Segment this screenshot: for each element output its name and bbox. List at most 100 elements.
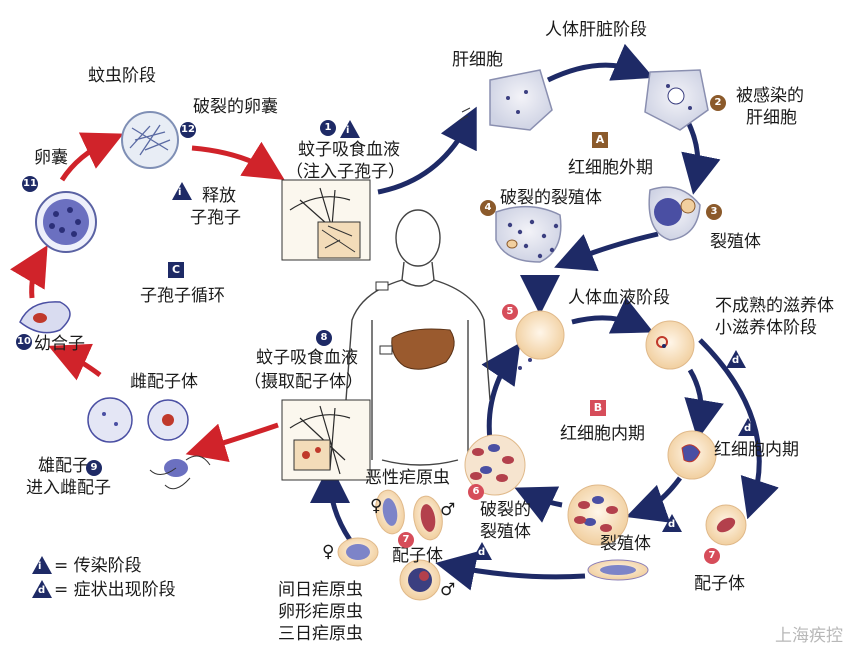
ruptured-blood-schizont-label-line2: 裂殖体 <box>480 522 531 542</box>
arrow-bite-to-hepatocyte <box>377 106 477 195</box>
step-8-badge: 8 <box>316 330 332 346</box>
arrow-micro-to-ookinete <box>48 343 102 381</box>
fertilization-image <box>149 455 211 490</box>
trophozoite-rbc-image <box>667 430 717 480</box>
stage-b-badge: B <box>590 400 606 416</box>
release-label-line2: 子孢子 <box>190 208 241 228</box>
vivax-gametocytes-image <box>337 537 441 601</box>
bite1-label-line2: （注入子孢子） <box>286 162 405 182</box>
arrow-merozoite-to-ring <box>571 297 654 334</box>
erythrocytic-title: 红细胞内期 <box>560 424 645 444</box>
gametocyte-center-label: 配子体 <box>392 546 443 566</box>
diagnostic-marker-gametocyte: d <box>472 542 492 560</box>
ruptured-liver-schizont-label: 破裂的裂殖体 <box>500 188 602 208</box>
infected-hepatocyte-label-line2: 肝细胞 <box>746 108 797 128</box>
falciparum-gametocytes-image <box>375 489 443 541</box>
stage-c-badge: C <box>168 262 184 278</box>
arrow-trophozoite-to-schizont <box>625 476 683 523</box>
infected-hepatocyte-image <box>644 69 709 131</box>
legend-infective-text: = 传染阶段 <box>54 556 142 576</box>
arrow-ruptured-to-bite <box>191 141 285 180</box>
liver-schizont-label: 裂殖体 <box>710 232 761 252</box>
step-9-badge: 9 <box>86 460 102 476</box>
watermark: 上海疾控 <box>775 626 843 646</box>
male-symbol-1: ♂ <box>440 500 456 520</box>
hepatocyte-label: 肝细胞 <box>452 50 503 70</box>
macrogametocyte-image <box>147 399 189 441</box>
arrow-ookinete-to-oocyst <box>10 245 48 299</box>
blood-schizont-image <box>567 484 629 546</box>
diagnostic-marker-ring: d <box>726 350 746 368</box>
infective-marker-1: i <box>340 120 360 138</box>
hepatocyte-image <box>459 69 553 131</box>
female-symbol-1: ♀ <box>370 496 383 516</box>
diagnostic-marker-troph: d <box>738 418 758 436</box>
mosquito-panel-bottom <box>281 399 371 481</box>
oocyst-label: 卵囊 <box>34 148 68 168</box>
microgamete-label-line1: 雄配子 <box>38 456 89 476</box>
ruptured-liver-schizont-image <box>495 205 562 263</box>
arm-marker-top <box>375 281 389 291</box>
gametocyte-right-label: 配子体 <box>694 574 745 594</box>
step-11-badge: 11 <box>22 176 38 192</box>
step-3-badge: 3 <box>706 204 722 220</box>
step-2-badge: 2 <box>710 95 726 111</box>
bite1-label-line1: 蚊子吸食血液 <box>298 140 400 160</box>
malariae-label: 三日疟原虫 <box>278 624 363 644</box>
step-4-badge: 4 <box>480 200 496 216</box>
arrow-schizont-to-ruptured <box>554 231 659 272</box>
bite2-label-line1: 蚊子吸食血液 <box>256 348 358 368</box>
ruptured-blood-schizont-image <box>464 434 526 496</box>
infected-hepatocyte-label-line1: 被感染的 <box>736 86 804 106</box>
step-7-badge: 7 <box>704 548 720 564</box>
male-symbol-2: ♂ <box>440 580 456 600</box>
arrow-ruptured-to-merozoite <box>481 342 521 441</box>
legend-diagnostic-text: = 症状出现阶段 <box>54 580 176 600</box>
arrow-bite2-to-gametes <box>185 422 279 462</box>
immature-trophozoite-label-line2: 小滋养体阶段 <box>715 318 817 338</box>
mosquito-panel-top <box>281 179 371 261</box>
arrow-oocyst-to-ruptured <box>59 132 124 182</box>
liver-schizont-image <box>648 186 701 241</box>
microgamete-image <box>87 397 133 443</box>
legend-diagnostic-icon: d <box>32 580 52 598</box>
ruptured-oocyst-image <box>121 111 179 169</box>
step-6-badge: 6 <box>468 484 484 500</box>
falciparum-label: 恶性疟原虫 <box>365 468 450 488</box>
liver-organ <box>391 328 455 370</box>
release-label-line1: 释放 <box>202 186 236 206</box>
step-10-badge: 10 <box>16 334 32 350</box>
ring-stage-rbc-image <box>645 320 695 370</box>
ovale-label: 卵形疟原虫 <box>278 602 363 622</box>
blood-stage-title: 人体血液阶段 <box>568 288 670 308</box>
exo-erythrocytic-title: 红细胞外期 <box>568 158 653 178</box>
human-silhouette <box>345 209 491 466</box>
step-12-badge: 12 <box>180 122 196 138</box>
merozoite-rbc-image <box>515 310 565 370</box>
step-5-badge: 5 <box>502 304 518 320</box>
step-1-badge: 1 <box>320 120 336 136</box>
female-symbol-2: ♀ <box>322 542 335 562</box>
ruptured-oocyst-label: 破裂的卵囊 <box>193 97 278 117</box>
arrow-infected-to-schizont <box>681 120 721 195</box>
mosquito-stage-title: 蚊虫阶段 <box>88 66 156 86</box>
step-7b-badge: 7 <box>398 532 414 548</box>
arrow-gametocytes-to-mosquito <box>310 463 353 542</box>
oocyst-image <box>35 191 97 253</box>
microgamete-label-line2: 进入雌配子 <box>26 478 111 498</box>
vivax-label: 间日疟原虫 <box>278 580 363 600</box>
legend-infective-icon: i <box>32 556 52 574</box>
ookinete-image <box>19 301 71 334</box>
banana-gametocyte-image <box>587 559 649 581</box>
liver-stage-title: 人体肝脏阶段 <box>545 20 647 40</box>
gametocyte-rbc-image <box>705 504 747 546</box>
bite2-label-line2: （摄取配子体） <box>244 372 363 392</box>
sporogonic-title: 子孢子循环 <box>140 286 225 306</box>
immature-trophozoite-label-line1: 不成熟的滋养体 <box>715 296 834 316</box>
arrow-schizont-to-ruptured-blood <box>514 486 563 523</box>
ookinete-label: 幼合子 <box>34 334 85 354</box>
arm-marker-bottom <box>379 345 393 355</box>
infective-marker-2: i <box>172 182 192 200</box>
arrow-hepatocyte-to-infected <box>546 43 654 83</box>
erythrocytic-right-label: 红细胞内期 <box>714 440 799 460</box>
